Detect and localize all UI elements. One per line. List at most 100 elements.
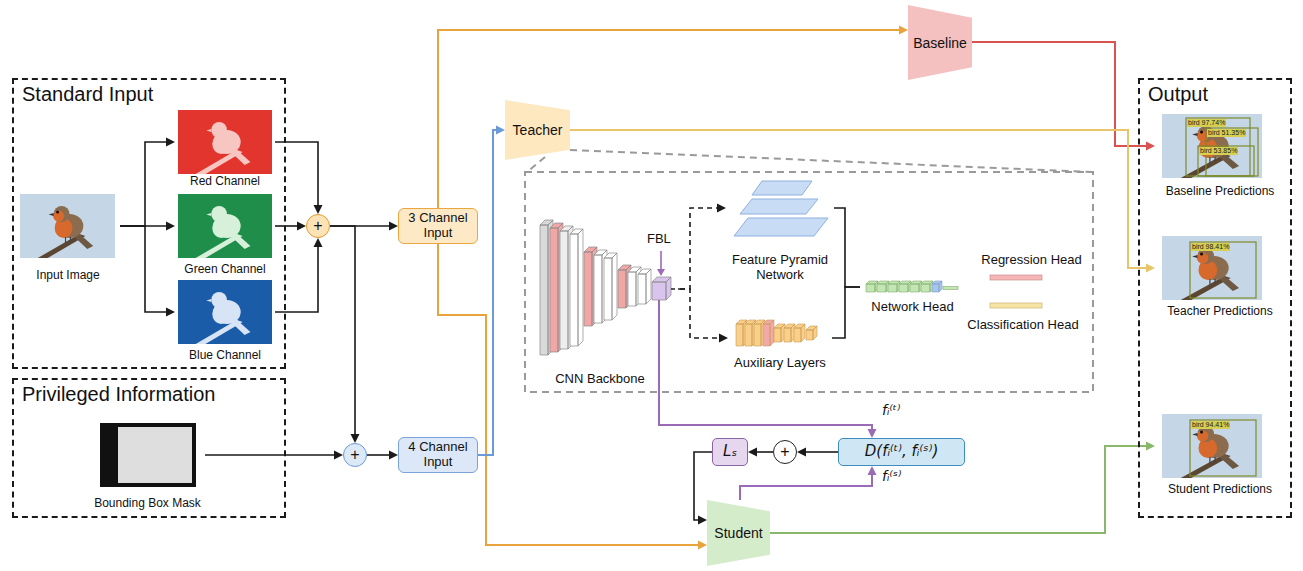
connector bbox=[205, 451, 343, 460]
connector-line bbox=[275, 225, 297, 227]
arrow-head bbox=[389, 451, 398, 460]
connector bbox=[748, 448, 773, 457]
connector-line bbox=[570, 130, 1146, 268]
connector bbox=[120, 226, 175, 317]
head-blocks-part bbox=[932, 281, 942, 292]
arrow-head bbox=[719, 334, 728, 343]
model-block: Baseline bbox=[908, 5, 972, 80]
arrow-head bbox=[1146, 142, 1155, 151]
cnn-layers-part bbox=[638, 269, 651, 304]
input-box: 4 Channel Input bbox=[398, 437, 478, 473]
region-heading: Output bbox=[1148, 83, 1208, 106]
head-blocks-part bbox=[943, 287, 958, 290]
feature-taps bbox=[659, 289, 680, 388]
detection-boxes-part bbox=[1190, 420, 1256, 476]
arrow-head bbox=[351, 434, 360, 443]
blue-channel-image-part bbox=[178, 280, 272, 344]
red-channel-image-part bbox=[178, 110, 272, 174]
connector-line bbox=[478, 130, 496, 455]
detection-boxes-part bbox=[1186, 118, 1250, 176]
output-bars bbox=[990, 275, 1042, 308]
region-heading: Privileged Information bbox=[22, 383, 215, 406]
node-label: Input Image bbox=[36, 269, 99, 283]
node-label: + bbox=[313, 217, 322, 235]
arrow-head bbox=[698, 516, 707, 525]
arrow-head bbox=[748, 448, 757, 457]
score-tag: bird 98.41% bbox=[1191, 243, 1230, 251]
node-label: Blue Channel bbox=[189, 349, 261, 363]
connector bbox=[478, 126, 505, 456]
node-label: D(fᵢ⁽ᵗ⁾, fᵢ⁽ˢ⁾) bbox=[865, 443, 938, 460]
region-heading: Standard Input bbox=[22, 83, 153, 106]
arrow-head bbox=[868, 466, 877, 475]
prediction-images-part bbox=[1162, 236, 1262, 300]
auxiliary-blocks bbox=[736, 320, 817, 346]
head-blocks-part bbox=[888, 281, 900, 292]
image-panel: Input Image bbox=[16, 190, 120, 284]
detection-boxes-part bbox=[1198, 146, 1254, 176]
channel-panel: Blue Channel bbox=[175, 280, 275, 364]
connector bbox=[832, 287, 860, 338]
connector-line bbox=[680, 208, 717, 289]
input-box: 3 Channel Input bbox=[398, 208, 478, 244]
node-label: Classification Head bbox=[967, 318, 1078, 333]
connector-line bbox=[120, 142, 166, 226]
connector-line bbox=[330, 226, 355, 434]
blue-channel-image bbox=[178, 280, 272, 344]
connector-line bbox=[367, 454, 389, 456]
score-tag: bird 51.35% bbox=[1207, 129, 1246, 137]
channel-panel: Red Channel bbox=[175, 108, 275, 190]
connector bbox=[680, 204, 726, 290]
privileged-region: Privileged InformationBounding Box Mask bbox=[12, 378, 286, 518]
node-label: 4 Channel Input bbox=[402, 440, 474, 470]
trapezoid-fill bbox=[505, 100, 570, 160]
node-label: Teacher Predictions bbox=[1167, 305, 1272, 319]
arrow-head bbox=[797, 448, 806, 457]
score-tag: bird 53.85% bbox=[1199, 147, 1238, 155]
connector bbox=[275, 142, 323, 214]
head-output: Regression Head bbox=[975, 252, 1088, 284]
node-label: Baseline Predictions bbox=[1166, 185, 1275, 199]
connector-line bbox=[205, 454, 334, 456]
arrow-head bbox=[717, 204, 726, 213]
node-label: Auxiliary Layers bbox=[734, 356, 826, 371]
connector bbox=[275, 238, 323, 312]
edge-label: fᵢ⁽ˢ⁾ bbox=[880, 468, 904, 484]
pyramid-planes-part bbox=[740, 199, 818, 214]
red-channel-image-part bbox=[196, 122, 251, 174]
node-label: Teacher bbox=[513, 122, 563, 138]
trapezoid-fill bbox=[908, 5, 972, 80]
detection-boxes-part bbox=[1190, 242, 1256, 298]
teacher-detail-frame-part bbox=[527, 157, 545, 172]
red-channel-image bbox=[178, 110, 272, 174]
arrow-head bbox=[314, 205, 323, 214]
teacher-detail-frame-part bbox=[525, 172, 1093, 392]
green-channel-image-part bbox=[178, 194, 272, 258]
connector bbox=[438, 244, 707, 550]
mask-image bbox=[100, 423, 196, 487]
input-photo-part bbox=[20, 194, 115, 258]
connector bbox=[659, 388, 877, 438]
mask-image-part bbox=[100, 423, 196, 487]
connector bbox=[367, 451, 398, 460]
arrow-head bbox=[334, 451, 343, 460]
arrow-head bbox=[389, 222, 398, 231]
head-output: Classification Head bbox=[955, 300, 1091, 334]
arrow-head bbox=[1146, 264, 1155, 273]
connector bbox=[797, 448, 838, 457]
connector bbox=[330, 226, 360, 443]
layer-tag: FBL bbox=[647, 232, 671, 247]
connector-line bbox=[275, 142, 318, 205]
input-photo bbox=[20, 194, 115, 258]
pyramid-planes-part bbox=[734, 218, 828, 236]
node-label: Feature Pyramid Network bbox=[730, 253, 830, 283]
auxiliary-blocks-part bbox=[774, 324, 785, 342]
node-label: Network Head bbox=[871, 300, 953, 315]
head-block: Network Head bbox=[860, 276, 965, 316]
auxiliary-blocks-part bbox=[806, 326, 817, 340]
arrow-head bbox=[496, 126, 505, 135]
connector-line bbox=[832, 287, 860, 338]
node-label: Regression Head bbox=[981, 253, 1081, 268]
